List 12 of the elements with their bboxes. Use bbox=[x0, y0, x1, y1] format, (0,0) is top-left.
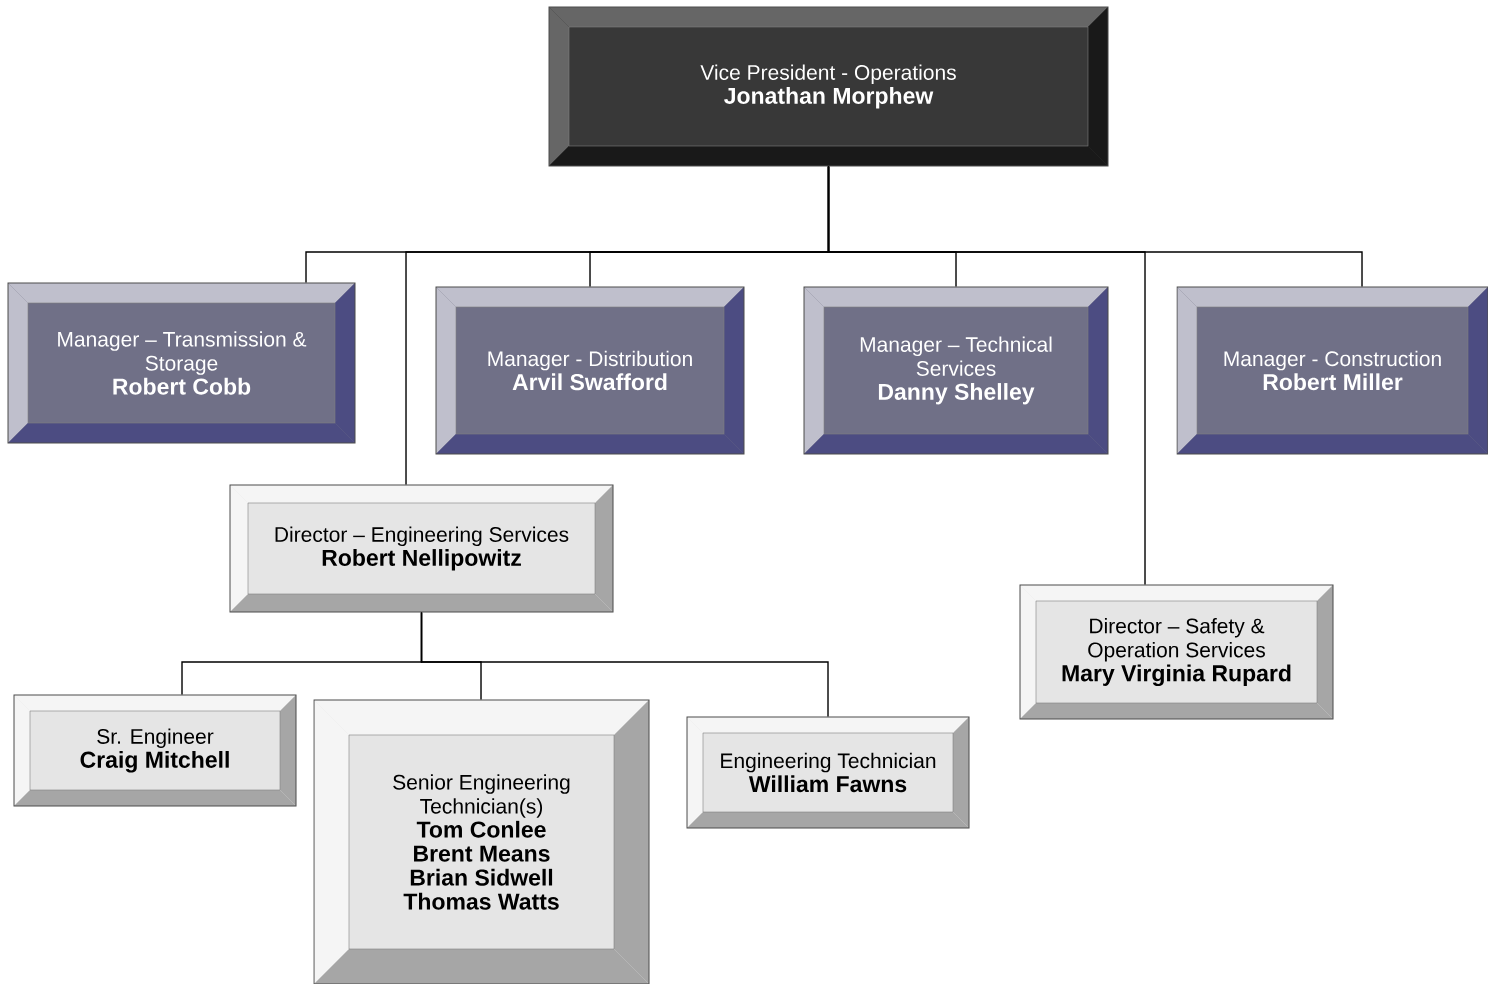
position-box: Director – Engineering Services Robert Nellipowitz bbox=[229, 484, 614, 613]
position-box: Manager - Construction Robert Miller bbox=[1176, 286, 1488, 455]
connector-line bbox=[827, 165, 1363, 288]
position-box: Sr. Engineer Craig Mitchell bbox=[13, 694, 297, 807]
position-box: Manager – Transmission & Storage Robert Cobb bbox=[7, 282, 356, 444]
position-box: Manager – Technical Services Danny Shelley bbox=[803, 286, 1109, 455]
position-box: Manager - Distribution Arvil Swafford bbox=[435, 286, 745, 455]
position-box: Engineering Technician William Fawns bbox=[686, 716, 970, 829]
connector-line bbox=[420, 611, 829, 718]
position-box: Vice President - Operations Jonathan Morphew bbox=[548, 6, 1109, 167]
position-box: Senior Engineering Technician(s) Tom Conlee Brent Means Brian Sidwell Thomas Watts bbox=[313, 699, 650, 984]
position-box: Director – Safety & Operation Services Mary Virginia Rupard bbox=[1019, 584, 1334, 720]
